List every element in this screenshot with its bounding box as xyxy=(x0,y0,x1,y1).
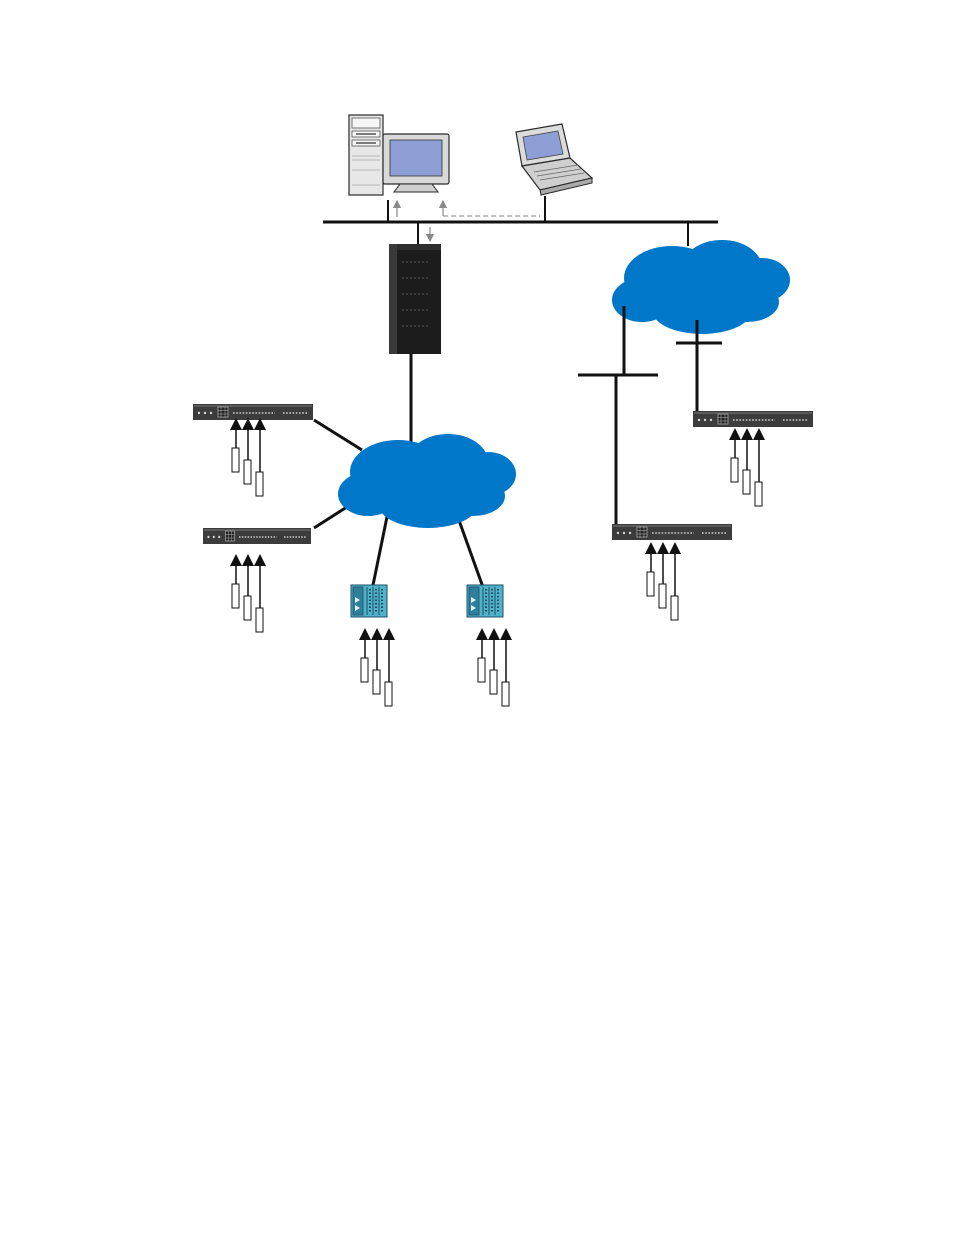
sensor-inputs-icon xyxy=(361,634,392,706)
module2-to-cloud-line xyxy=(456,512,484,590)
laptop-icon xyxy=(516,124,592,195)
rack-unit-icon xyxy=(193,404,313,420)
cloud-icon xyxy=(612,240,790,334)
gateway-device-icon xyxy=(389,244,441,354)
cloud-icon xyxy=(338,434,516,528)
sensor-inputs-icon xyxy=(731,434,762,506)
rack-unit-icon xyxy=(693,411,813,427)
sensor-inputs-icon xyxy=(232,560,263,632)
rack-unit-icon xyxy=(612,524,732,540)
desktop-computer-icon xyxy=(349,115,449,195)
sensor-inputs-icon xyxy=(647,548,678,620)
io-module-icon xyxy=(351,585,387,617)
rack2-to-cloud-line xyxy=(314,505,350,528)
rack-unit-icon xyxy=(203,528,311,544)
sensor-inputs-icon xyxy=(232,424,263,496)
module1-to-cloud-line xyxy=(372,512,388,590)
rack1-to-cloud-line xyxy=(314,420,362,450)
sensor-inputs-icon xyxy=(478,634,509,706)
io-module-icon xyxy=(467,585,503,617)
